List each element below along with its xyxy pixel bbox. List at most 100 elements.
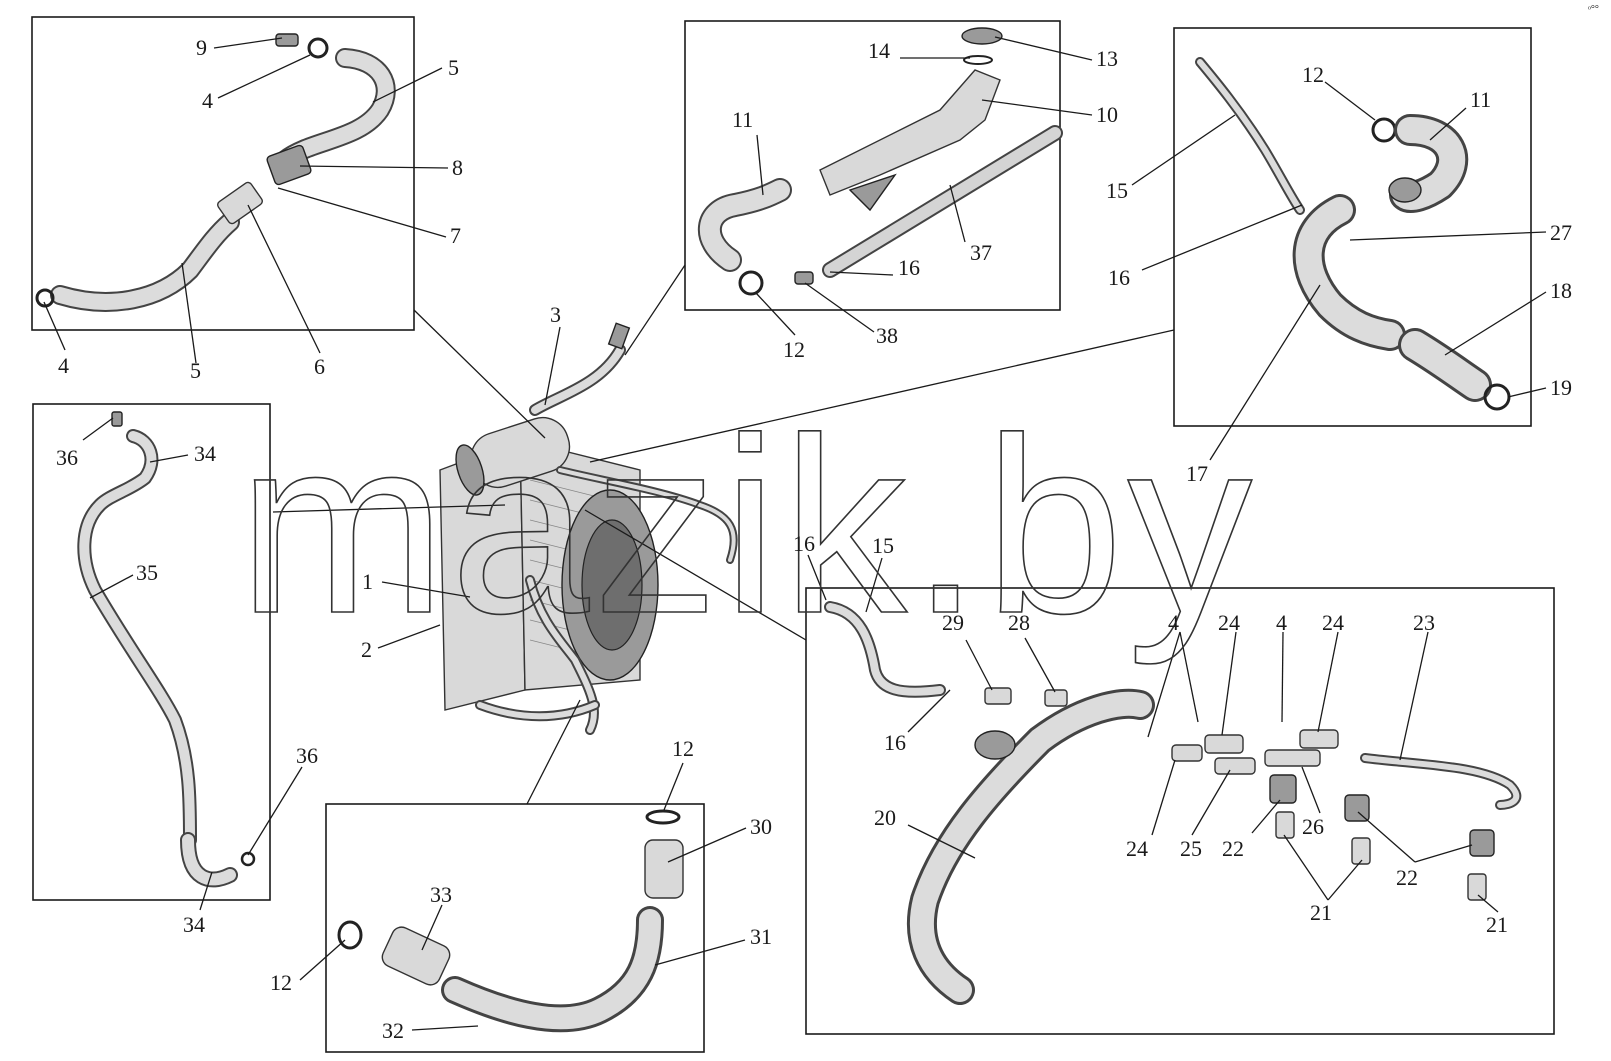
callout-3: 3 <box>550 302 561 327</box>
callout-a-4b: 4 <box>58 353 69 378</box>
callout-c-19: 19 <box>1550 375 1572 400</box>
callout-d-34b: 34 <box>183 912 205 937</box>
callout-b-38: 38 <box>876 323 898 348</box>
callout-a-5: 5 <box>448 55 459 80</box>
callout-d-34: 34 <box>194 441 216 466</box>
callout-b-11: 11 <box>732 107 753 132</box>
frame-filler-group-b <box>684 20 1061 311</box>
callout-a-6: 6 <box>314 354 325 379</box>
frame-hose-group-a <box>31 16 415 331</box>
callout-d-36b: 36 <box>296 743 318 768</box>
elbow <box>1469 829 1495 857</box>
callout-c-17: 17 <box>1186 461 1208 486</box>
clamp <box>35 288 55 308</box>
callout-f-28: 28 <box>1008 610 1030 635</box>
nipple <box>1351 837 1371 865</box>
adapter <box>984 687 1012 705</box>
callout-f-26: 26 <box>1302 814 1324 839</box>
callout-a-8: 8 <box>452 155 463 180</box>
filler-neck <box>819 69 1001 196</box>
group-e-parts <box>337 809 684 1033</box>
callout-1: 1 <box>362 569 373 594</box>
callout-d-36: 36 <box>56 445 78 470</box>
callout-f-16b: 16 <box>884 730 906 755</box>
callout-c-27: 27 <box>1550 220 1572 245</box>
callout-f-4b: 4 <box>1276 610 1287 635</box>
fitting <box>275 33 299 47</box>
pipe-section <box>1264 749 1321 767</box>
callout-a-4: 4 <box>202 88 213 113</box>
callout-f-20: 20 <box>874 805 896 830</box>
callout-c-11: 11 <box>1470 87 1491 112</box>
callout-f-21b: 21 <box>1486 912 1508 937</box>
callout-e-30: 30 <box>750 814 772 839</box>
sleeve <box>644 839 684 899</box>
tee-connector <box>266 144 312 186</box>
callout-c-15: 15 <box>1106 178 1128 203</box>
filler-cap <box>961 27 1003 45</box>
callout-f-4: 4 <box>1168 610 1179 635</box>
callout-a-9: 9 <box>196 35 207 60</box>
frame-pipe-group-e <box>325 803 705 1053</box>
sleeve <box>1299 729 1339 749</box>
sleeve <box>1171 744 1203 762</box>
callout-e-12b: 12 <box>270 970 292 995</box>
callout-e-31: 31 <box>750 924 772 949</box>
elbow <box>1269 774 1297 804</box>
expansion-tank <box>455 416 571 496</box>
clamp <box>1371 117 1397 143</box>
group-b-parts <box>698 27 1063 296</box>
adapter <box>217 181 263 225</box>
neck-bracket <box>848 173 897 212</box>
fitting <box>111 411 123 427</box>
nipple <box>1467 873 1487 901</box>
callout-f-16: 16 <box>793 531 815 556</box>
clamp <box>307 37 329 59</box>
callout-b-14: 14 <box>868 38 890 63</box>
nipple <box>1275 811 1295 839</box>
callout-f-22b: 22 <box>1396 865 1418 890</box>
clamp-bracket <box>974 730 1016 760</box>
clamp <box>337 920 363 950</box>
gasket <box>963 55 993 65</box>
callout-f-22: 22 <box>1222 836 1244 861</box>
pipe-section <box>1214 757 1256 775</box>
callout-a-7: 7 <box>450 223 461 248</box>
frame-pipe-group-f <box>805 587 1555 1035</box>
callout-b-13: 13 <box>1096 46 1118 71</box>
leader-lines <box>43 36 1547 1031</box>
callout-e-12: 12 <box>672 736 694 761</box>
watermark: mazik.by <box>238 386 1256 665</box>
clamp <box>645 809 681 825</box>
callout-f-24c: 24 <box>1126 836 1148 861</box>
callout-b-10: 10 <box>1096 102 1118 127</box>
clamp <box>1483 383 1511 411</box>
callout-f-25: 25 <box>1180 836 1202 861</box>
frame-pipe-group-c <box>1173 27 1532 427</box>
group-d-parts <box>77 411 256 888</box>
sleeve <box>1204 734 1244 754</box>
callout-a-5b: 5 <box>190 358 201 383</box>
clamp <box>738 270 764 296</box>
clamp <box>240 851 256 867</box>
elbow <box>1344 794 1370 822</box>
fitting <box>794 271 814 285</box>
sleeve <box>381 926 451 986</box>
group-a-parts <box>35 33 396 312</box>
callout-e-33: 33 <box>430 882 452 907</box>
frame-hose-group-d <box>32 403 271 901</box>
callout-b-37: 37 <box>970 240 992 265</box>
callout-labels: 1 2 3 9 4 5 8 7 4 5 6 14 13 10 11 37 16 … <box>56 35 1572 1043</box>
callout-f-24: 24 <box>1218 610 1240 635</box>
callout-f-15: 15 <box>872 533 894 558</box>
callout-e-32: 32 <box>382 1018 404 1043</box>
callout-2: 2 <box>361 637 372 662</box>
fitting <box>1044 689 1068 707</box>
callout-c-16: 16 <box>1108 265 1130 290</box>
callout-f-23: 23 <box>1413 610 1435 635</box>
callout-f-21: 21 <box>1310 900 1332 925</box>
group-f-parts <box>824 601 1522 1005</box>
callout-b-16: 16 <box>898 255 920 280</box>
callout-c-12: 12 <box>1302 62 1324 87</box>
